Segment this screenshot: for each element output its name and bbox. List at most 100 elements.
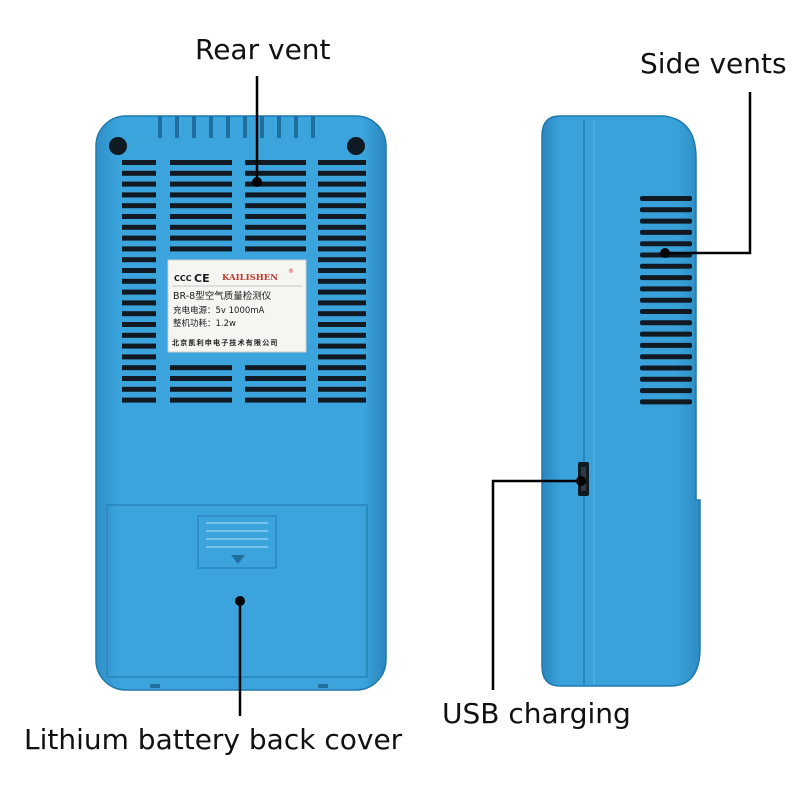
side-vent-slot xyxy=(640,388,692,394)
rear-vent-slot xyxy=(245,365,306,371)
rear-vent-slot xyxy=(318,224,366,230)
rear-vent-slot xyxy=(245,160,306,165)
device-rear-view: CCC CE KAILISHEN ® BR-8型空气质量检测仪 充电电源：5v … xyxy=(95,115,387,691)
side-vent-slot xyxy=(640,342,692,348)
rear-vent-slot xyxy=(122,332,156,338)
side-vent-slot xyxy=(640,354,692,360)
device-label-sticker: CCC CE KAILISHEN ® BR-8型空气质量检测仪 充电电源：5v … xyxy=(167,259,307,353)
brand-name: KAILISHEN xyxy=(222,273,278,283)
rear-vent-slot xyxy=(122,343,156,349)
side-vent-slot xyxy=(640,365,692,371)
side-vent-slot xyxy=(640,331,692,337)
rear-vent-slot xyxy=(170,397,232,403)
rear-vent-slot xyxy=(318,160,366,165)
rear-vent-slot xyxy=(318,322,366,327)
rear-vent-slot xyxy=(122,386,156,392)
rear-vent-slot xyxy=(170,376,232,381)
side-vent-slot xyxy=(640,229,692,235)
rear-vent-slot xyxy=(122,322,156,327)
rear-vent-slot xyxy=(122,365,156,371)
rear-vent-slot xyxy=(318,268,366,273)
rear-vent-slot xyxy=(318,170,366,176)
rear-vent-slot xyxy=(245,386,306,392)
rear-vent-label: Rear vent xyxy=(195,33,331,66)
rear-vent-slot xyxy=(318,246,366,252)
rear-vent-slot xyxy=(170,170,232,176)
registered-mark: ® xyxy=(288,268,294,275)
rear-vent-slot xyxy=(122,300,156,306)
model-line: BR-8型空气质量检测仪 xyxy=(173,290,272,302)
rear-vent-slot xyxy=(245,203,306,209)
battery-cover-label: Lithium battery back cover xyxy=(24,723,403,756)
rear-vent-slot xyxy=(245,170,306,176)
device-side-view xyxy=(541,115,701,687)
rear-vent-slot xyxy=(122,311,156,317)
rear-vent-slot xyxy=(122,354,156,360)
rear-vent-slot xyxy=(318,332,366,338)
cert-mark: CCC xyxy=(174,274,192,283)
side-vent-slot xyxy=(640,207,692,213)
rear-vent-slot xyxy=(122,192,156,198)
rear-vent-slot xyxy=(122,376,156,381)
side-vents-leader xyxy=(665,92,752,255)
rear-vent-slot xyxy=(245,376,306,381)
rear-vent-slot xyxy=(245,235,306,241)
rear-vent-slot xyxy=(122,235,156,241)
rear-vent-slot xyxy=(318,235,366,241)
rear-vent-slot xyxy=(245,214,306,219)
rear-vent-slot xyxy=(170,386,232,392)
side-vent-slot xyxy=(640,297,692,303)
rear-vent-slot xyxy=(122,160,156,165)
rear-vent-slot xyxy=(318,192,366,198)
rear-vent-slot xyxy=(318,214,366,219)
side-vent-slot xyxy=(640,286,692,292)
top-notches xyxy=(158,116,315,138)
side-vent-slot xyxy=(640,196,692,201)
side-vent-slot xyxy=(640,218,692,224)
side-vent-grille xyxy=(640,196,692,405)
rear-vent-slot xyxy=(170,181,232,187)
rear-vent-grille xyxy=(122,160,366,403)
rear-vent-slot xyxy=(318,278,366,284)
rear-vent-slot xyxy=(122,257,156,263)
rear-vent-slot xyxy=(245,181,306,187)
charging-line: 充电电源：5v 1000mA xyxy=(173,305,265,316)
rear-vent-slot xyxy=(122,224,156,230)
rear-vent-slot xyxy=(170,214,232,219)
rear-vent-slot xyxy=(318,181,366,187)
rear-vent-slot xyxy=(170,365,232,371)
rear-vent-slot xyxy=(170,203,232,209)
rear-vent-slot xyxy=(122,181,156,187)
rear-vent-slot xyxy=(122,203,156,209)
rear-vent-slot xyxy=(245,192,306,198)
side-vent-slot xyxy=(640,376,692,382)
rear-vent-slot xyxy=(245,397,306,403)
rear-vent-slot xyxy=(318,257,366,263)
callout-lines xyxy=(238,76,752,716)
rear-vent-slot xyxy=(318,343,366,349)
rear-vent-slot xyxy=(122,289,156,295)
rear-vent-slot xyxy=(318,386,366,392)
rear-vent-slot xyxy=(245,246,306,252)
rear-vent-slot xyxy=(318,300,366,306)
rear-vent-slot xyxy=(170,246,232,252)
rear-vent-slot xyxy=(318,354,366,360)
battery-back-cover xyxy=(106,504,368,678)
rear-vent-slot xyxy=(170,235,232,241)
rear-vent-slot xyxy=(318,365,366,371)
ce-mark: CE xyxy=(194,272,210,285)
rear-vent-slot xyxy=(170,160,232,165)
side-vent-slot xyxy=(640,399,692,405)
cover-arrow-icon xyxy=(231,555,245,564)
screw-hole-right xyxy=(347,137,365,155)
rear-vent-slot xyxy=(122,268,156,273)
rear-vent-slot xyxy=(122,170,156,176)
rear-vent-slot xyxy=(122,397,156,403)
rear-vent-slot xyxy=(122,246,156,252)
rear-vent-slot xyxy=(318,397,366,403)
side-body xyxy=(541,115,701,687)
rear-vent-slot xyxy=(170,192,232,198)
side-vents-label: Side vents xyxy=(640,47,787,80)
side-vent-slot xyxy=(640,320,692,326)
